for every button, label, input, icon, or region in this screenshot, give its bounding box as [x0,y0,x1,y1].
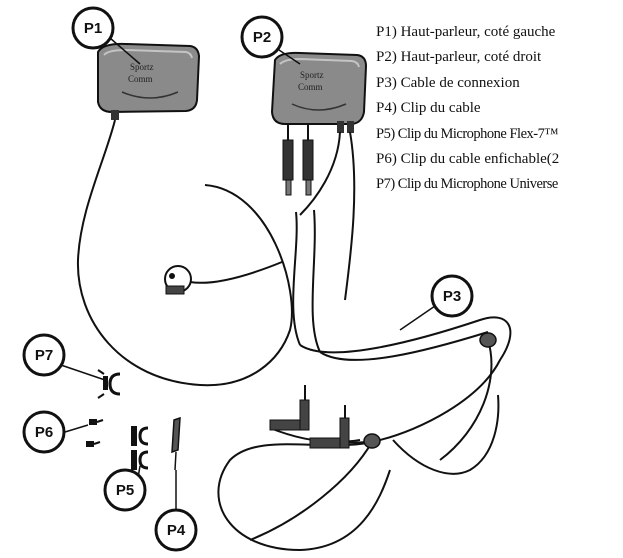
callout-p1: P1 [71,6,115,50]
p6-clips [86,416,104,447]
right-speaker-brand: Sportz [300,70,324,80]
left-speaker-brand-2: Comm [128,74,153,84]
callout-p4-label: P4 [167,522,186,539]
p2-audio-plugs [282,125,314,196]
microphone [164,265,192,295]
parts-legend: P1) Haut-parleur, coté gauche P2) Haut-p… [376,20,623,198]
callout-p6: P6 [22,410,66,454]
legend-item-p7: P7) Clip du Microphone Universe [376,176,558,193]
callout-p5: P5 [103,468,147,512]
callout-p6-label: P6 [35,424,53,441]
callout-p5-label: P5 [116,482,134,499]
legend-item-p1: P1) Haut-parleur, coté gauche [376,24,556,40]
p4-cable-clip [171,416,181,471]
callout-p4: P4 [154,508,198,552]
legend-item-p4: P4) Clip du cable [376,100,481,117]
callout-p7: P7 [22,333,66,377]
callout-p3-label: P3 [443,288,461,305]
legend-item-p3: P3) Cable de connexion [376,74,520,91]
right-speaker: Sportz Comm [270,51,368,133]
p5-clips [131,426,149,470]
connection-cable-plugs [269,385,350,449]
callout-leaders [54,37,436,512]
legend-item-p2: P2) Haut-parleur, coté droit [376,49,542,66]
callout-p2: P2 [240,15,284,59]
callout-p3: P3 [430,274,474,318]
p7-clip [97,369,121,399]
legend-item-p6: P6) Clip du cable enfichable(2 [376,151,560,168]
legend-item-p5: P5) Clip du Microphone Flex-7™ [376,125,559,142]
callout-p7-label: P7 [35,347,53,364]
callout-p1-label: P1 [84,20,102,37]
cables [76,119,512,552]
left-speaker-brand: Sportz [130,62,154,72]
cable-junctions [363,332,497,449]
left-speaker: Sportz Comm [97,42,201,120]
right-speaker-brand-2: Comm [298,82,323,92]
callout-p2-label: P2 [253,29,271,46]
